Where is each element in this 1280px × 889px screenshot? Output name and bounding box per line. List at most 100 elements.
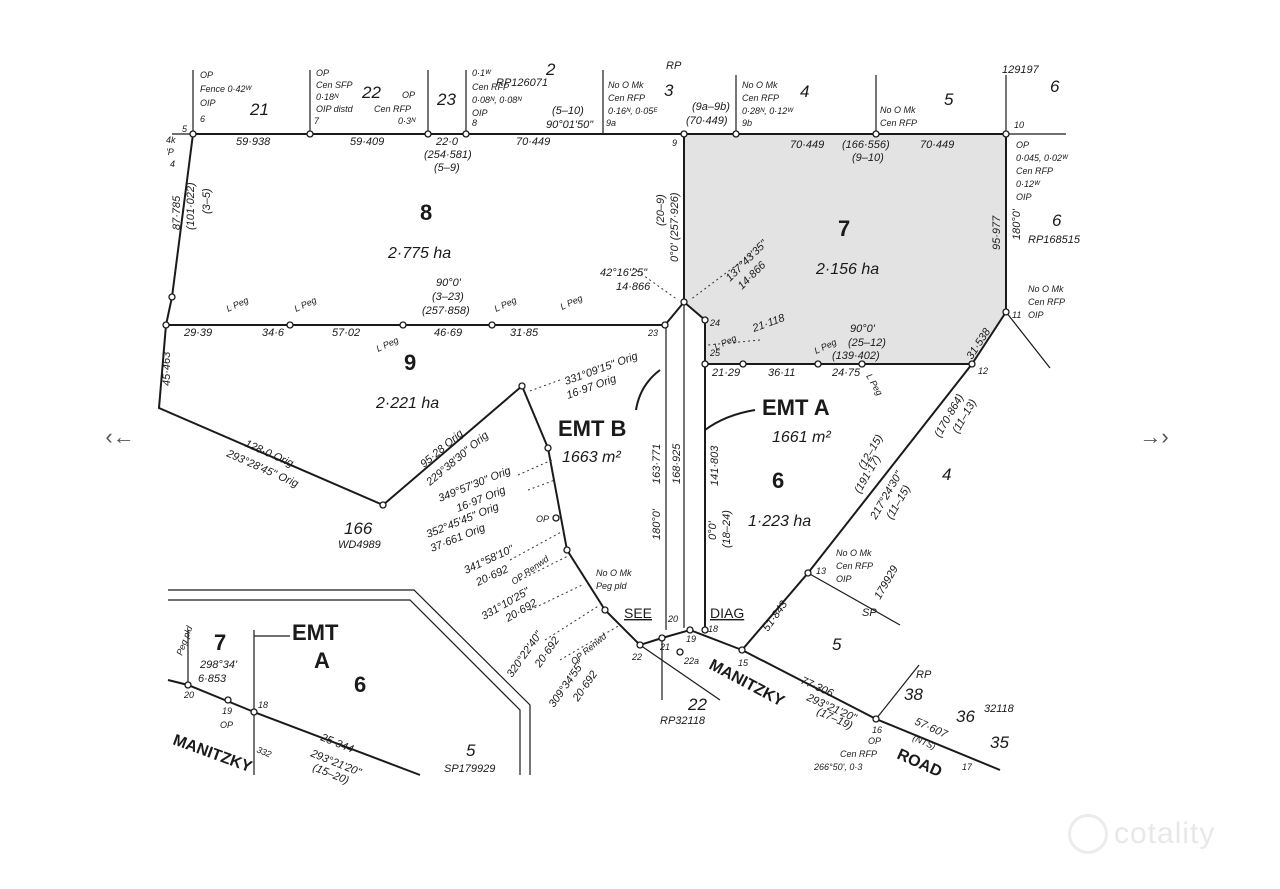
inset-peg-pld: Peg pld xyxy=(174,624,194,657)
note-cen-rfp11: Cen RFP xyxy=(1028,297,1065,307)
inset-dim-332: 332 xyxy=(255,745,273,760)
neighbour-wd4989: WD4989 xyxy=(338,539,381,551)
dim-42-16-25: 42°16'25" xyxy=(600,267,648,279)
note-nomk3: No O Mk xyxy=(608,80,644,90)
note-rfp8-off: 0·08ᴺ, 0·08ᴺ xyxy=(472,95,522,105)
note-op10-off: 0·045, 0·02ᵂ xyxy=(1016,153,1069,163)
dim-9-10: (9–10) xyxy=(852,152,884,164)
note-tl-4: 4 xyxy=(170,159,175,169)
note-fence: Fence 0·42ᵂ xyxy=(200,84,253,94)
note-nomk13: No O Mk xyxy=(836,548,872,558)
dim-254-581: (254·581) xyxy=(424,149,472,161)
inset-station-19: 19 xyxy=(222,706,232,716)
dim-180-23: 180°0' xyxy=(651,508,663,540)
peg-label-8: L Peg xyxy=(864,372,884,397)
dim-87-785: 87·785 xyxy=(171,195,183,230)
dim-70-449-b: (70·449) xyxy=(686,115,728,127)
neighbour-166: 166 xyxy=(344,519,373,538)
note-nomk-peg: No O Mk xyxy=(596,568,632,578)
note-op-mid: OP xyxy=(536,514,549,524)
dim-166-556: (166·556) xyxy=(842,139,890,151)
neighbour-5-bottom: 5 xyxy=(832,635,842,654)
dim-101-022: (101·022) xyxy=(185,182,197,230)
neighbour-6-right: 6 xyxy=(1052,211,1062,230)
neighbour-38: 38 xyxy=(904,685,923,704)
lot-6-number: 6 xyxy=(772,468,784,493)
neighbour-2: 2 xyxy=(545,60,556,79)
emt-b-label: EMT B xyxy=(558,416,626,441)
emt-b-leader xyxy=(635,369,661,411)
note-cen-rfp8: Cen RFP xyxy=(472,82,509,92)
note-rfp10-off: 0·12ᵂ xyxy=(1016,179,1041,189)
brand-logo-icon xyxy=(1068,814,1108,854)
next-arrow-icon[interactable]: →› xyxy=(1139,424,1169,449)
neighbour-rp-38: RP xyxy=(916,669,932,681)
note-op-renwd-1: OP Renwd xyxy=(509,553,551,587)
note-oip11: OIP xyxy=(1028,310,1044,320)
dim-90-25: 90°0' xyxy=(850,323,876,335)
lot-9-area: 2·221 ha xyxy=(375,395,439,412)
dim-95-977: 95·977 xyxy=(991,215,1003,250)
station-21: 21 xyxy=(659,642,670,652)
station-6: 6 xyxy=(200,114,205,124)
note-oip8: OIP xyxy=(472,108,488,118)
leader-lines xyxy=(509,254,761,661)
dim-29-39: 29·39 xyxy=(183,327,212,339)
inset-neighbour-5: 5 xyxy=(466,741,476,760)
neighbour-3: 3 xyxy=(664,81,674,100)
neighbour-5: 5 xyxy=(944,90,954,109)
note-oip13: OIP xyxy=(836,574,852,584)
peg-label-3: L Peg xyxy=(493,295,518,314)
note-nomk11: No O Mk xyxy=(1028,284,1064,294)
dim-31-85: 31·85 xyxy=(510,327,539,339)
dim-168-925: 168·925 xyxy=(671,443,683,484)
prev-arrow-icon[interactable]: ‹← xyxy=(105,424,135,449)
neighbour-rp32118: RP32118 xyxy=(660,715,706,727)
peg-label-1: L Peg xyxy=(225,295,250,314)
station-8: 8 xyxy=(472,118,477,128)
station-12: 12 xyxy=(978,366,988,376)
note-cen-rfp3: Cen RFP xyxy=(608,93,645,103)
inset-bearing: 298°34' xyxy=(199,659,238,671)
see-label: SEE xyxy=(624,605,652,621)
station-23: 23 xyxy=(647,328,658,338)
inset-op: OP xyxy=(220,720,233,730)
note-cen-rfp5: Cen RFP xyxy=(880,118,917,128)
neighbour-179929: 179929 xyxy=(872,564,901,602)
lot-9-number: 9 xyxy=(404,350,416,375)
neighbour-35: 35 xyxy=(990,733,1009,752)
boundary-lines xyxy=(157,133,1051,771)
inset-sp179929: SP179929 xyxy=(444,763,495,775)
station-18: 18 xyxy=(708,624,718,634)
brand-watermark-text: cotality xyxy=(1114,817,1216,850)
note-oip-distd: OIP distd xyxy=(316,104,354,114)
note-op16: OP xyxy=(868,736,881,746)
station-11: 11 xyxy=(1012,310,1021,320)
station-13: 13 xyxy=(816,566,826,576)
road-name-road: ROAD xyxy=(894,746,944,781)
dim-34-6: 34·6 xyxy=(262,327,285,339)
inset-lot-6: 6 xyxy=(354,672,366,697)
dim-180-10: 180°0' xyxy=(1011,208,1023,240)
dim-257-858: (257·858) xyxy=(422,305,470,317)
dim-3-23: (3–23) xyxy=(432,291,464,303)
inset-emt: EMT xyxy=(292,620,339,645)
emt-a-leader xyxy=(704,409,756,431)
note-op22: OP xyxy=(316,68,329,78)
neighbour-sp: SP xyxy=(862,607,877,619)
note-cen-rfp4: Cen RFP xyxy=(742,93,779,103)
dim-18-24: (18–24) xyxy=(721,510,733,548)
note-tl-4k: 4k xyxy=(166,135,176,145)
peg-label-2: L Peg xyxy=(293,295,318,314)
station-24: 24 xyxy=(709,318,720,328)
station-16: 16 xyxy=(872,725,882,735)
station-9: 9 xyxy=(672,138,677,148)
neighbour-22-bottom: 22 xyxy=(687,695,707,714)
neighbour-rp-top: RP xyxy=(666,60,682,72)
diag-label: DIAG xyxy=(710,605,744,621)
dim-0-9: 0°0' (257·926) xyxy=(669,192,681,262)
lot-7-area: 2·156 ha xyxy=(815,261,879,278)
station-10: 10 xyxy=(1014,120,1024,130)
lot-8-area: 2·775 ha xyxy=(387,245,451,262)
note-nomk4: No O Mk xyxy=(742,80,778,90)
